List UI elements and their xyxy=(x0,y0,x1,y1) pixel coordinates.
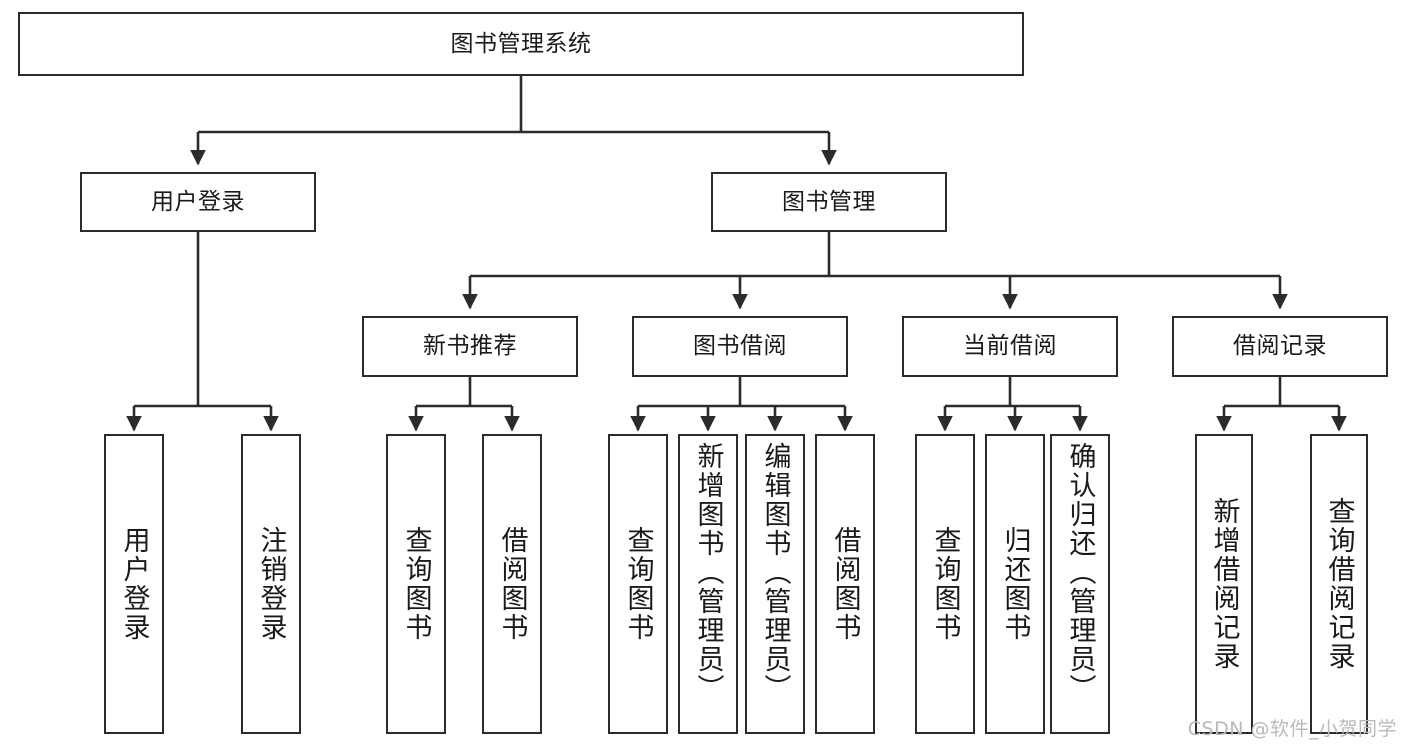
watermark-text: CSDN @软件_小贺同学 xyxy=(1187,718,1397,740)
node-user-login[interactable]: 用户登录 xyxy=(80,172,316,232)
leaf-logout[interactable]: 注销登录 xyxy=(241,434,301,734)
leaf-add-borrow-record[interactable]: 新增借阅记录 xyxy=(1195,434,1253,734)
leaf-query-book-current[interactable]: 查询图书 xyxy=(915,434,975,734)
node-new-book-recommend[interactable]: 新书推荐 xyxy=(362,316,578,377)
node-label: 查询图书 xyxy=(400,526,432,642)
node-label: 图书管理 xyxy=(782,188,876,215)
node-label: 用户登录 xyxy=(151,188,245,215)
node-label: 新增借阅记录 xyxy=(1208,497,1240,671)
node-label: 新书推荐 xyxy=(423,333,517,360)
node-label: 查询图书 xyxy=(929,526,961,642)
leaf-edit-book-admin[interactable]: 编辑图书（管理员） xyxy=(745,434,805,734)
leaf-add-book-admin[interactable]: 新增图书（管理员） xyxy=(678,434,738,734)
leaf-query-book-borrow[interactable]: 查询图书 xyxy=(608,434,668,734)
leaf-query-book-recommend[interactable]: 查询图书 xyxy=(386,434,446,734)
leaf-user-login[interactable]: 用户登录 xyxy=(104,434,164,734)
node-label: 借阅图书 xyxy=(829,526,861,642)
leaf-confirm-return-admin[interactable]: 确认归还（管理员） xyxy=(1050,434,1110,734)
node-label: 归还图书 xyxy=(999,526,1031,642)
node-label: 用户登录 xyxy=(118,526,150,642)
node-label: 图书借阅 xyxy=(693,333,787,360)
node-book-management[interactable]: 图书管理 xyxy=(711,172,947,232)
node-label: 新增图书（管理员） xyxy=(692,442,724,703)
node-label: 当前借阅 xyxy=(963,333,1057,360)
node-label: 注销登录 xyxy=(255,526,287,642)
leaf-borrow-book[interactable]: 借阅图书 xyxy=(815,434,875,734)
node-book-borrow[interactable]: 图书借阅 xyxy=(632,316,848,377)
node-current-borrow[interactable]: 当前借阅 xyxy=(902,316,1118,377)
leaf-query-borrow-record[interactable]: 查询借阅记录 xyxy=(1310,434,1368,734)
leaf-borrow-book-recommend[interactable]: 借阅图书 xyxy=(482,434,542,734)
node-label: 借阅记录 xyxy=(1233,333,1327,360)
node-label: 借阅图书 xyxy=(496,526,528,642)
node-root-book-management-system[interactable]: 图书管理系统 xyxy=(18,12,1024,76)
node-label: 编辑图书（管理员） xyxy=(759,442,791,703)
node-borrow-record[interactable]: 借阅记录 xyxy=(1172,316,1388,377)
node-label: 图书管理系统 xyxy=(450,30,592,57)
node-label: 查询借阅记录 xyxy=(1323,497,1355,671)
node-label: 查询图书 xyxy=(622,526,654,642)
leaf-return-book[interactable]: 归还图书 xyxy=(985,434,1045,734)
node-label: 确认归还（管理员） xyxy=(1064,442,1096,703)
